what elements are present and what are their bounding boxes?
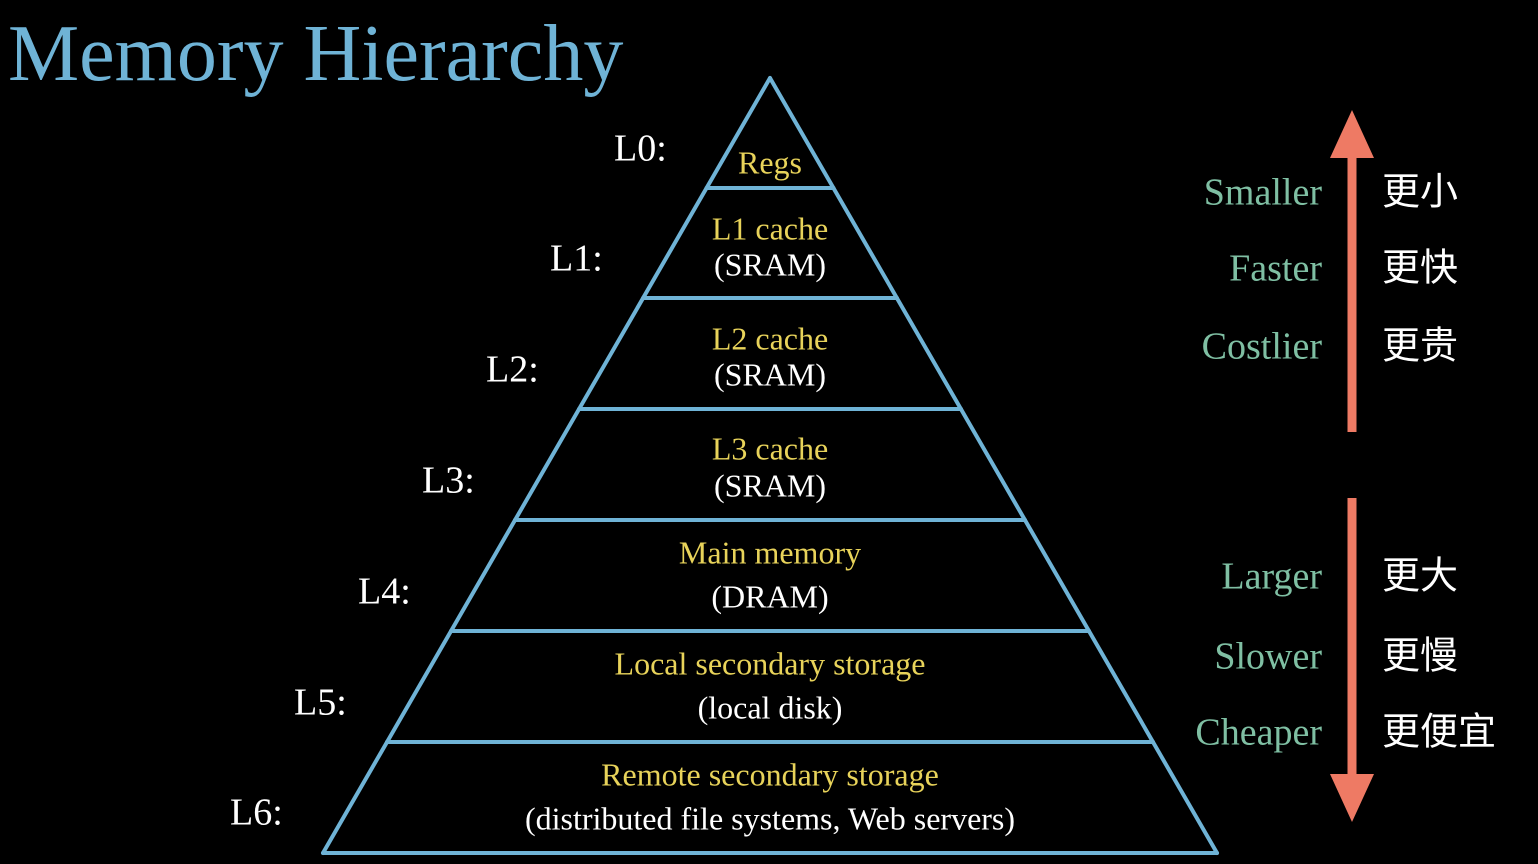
level-0-name: Regs xyxy=(738,144,802,180)
up-property-2-en: Costlier xyxy=(1202,326,1323,368)
level-4-label: L4: xyxy=(358,571,411,613)
up-property-1-en: Faster xyxy=(1229,248,1322,290)
level-4-tech: (DRAM) xyxy=(711,578,828,614)
level-5-tech: (local disk) xyxy=(698,689,843,725)
level-6-tech: (distributed file systems, Web servers) xyxy=(525,800,1015,836)
level-1-label: L1: xyxy=(550,238,603,280)
direction-arrows xyxy=(1330,110,1374,822)
down-property-2-zh: 更便宜 xyxy=(1382,712,1496,754)
level-2-label: L2: xyxy=(486,349,539,391)
level-6-name: Remote secondary storage xyxy=(601,756,939,792)
level-6-label: L6: xyxy=(230,792,283,834)
down-property-0-en: Larger xyxy=(1221,556,1322,598)
pyramid-level-labels: L0: L1: L2: L3: L4: L5: L6: xyxy=(230,128,667,834)
up-property-1-zh: 更快 xyxy=(1382,248,1458,290)
page-title: Memory Hierarchy xyxy=(8,10,624,98)
property-labels: Smaller 更小 Faster 更快 Costlier 更贵 Larger 更大 Slowe… xyxy=(1195,172,1496,754)
up-property-0-zh: 更小 xyxy=(1382,172,1458,214)
down-property-0-zh: 更大 xyxy=(1382,556,1458,598)
level-1-name: L1 cache xyxy=(712,210,828,246)
down-property-1-en: Slower xyxy=(1214,636,1322,678)
pyramid-right-edge xyxy=(768,76,1219,855)
up-property-2-zh: 更贵 xyxy=(1382,326,1458,368)
level-3-label: L3: xyxy=(422,460,475,502)
up-property-0-en: Smaller xyxy=(1204,172,1323,214)
pyramid-left-edge xyxy=(321,76,772,855)
level-2-tech: (SRAM) xyxy=(714,356,826,392)
arrow-down-head xyxy=(1330,774,1374,822)
level-5-name: Local secondary storage xyxy=(615,645,926,681)
level-2-name: L2 cache xyxy=(712,320,828,356)
level-4-name: Main memory xyxy=(679,534,861,570)
level-3-tech: (SRAM) xyxy=(714,467,826,503)
arrow-up-head xyxy=(1330,110,1374,158)
down-property-1-zh: 更慢 xyxy=(1382,636,1458,678)
level-3-name: L3 cache xyxy=(712,430,828,466)
level-0-label: L0: xyxy=(614,128,667,170)
pyramid-outline xyxy=(321,76,1219,855)
level-1-tech: (SRAM) xyxy=(714,246,826,282)
level-5-label: L5: xyxy=(294,682,347,724)
down-property-2-en: Cheaper xyxy=(1195,712,1322,754)
